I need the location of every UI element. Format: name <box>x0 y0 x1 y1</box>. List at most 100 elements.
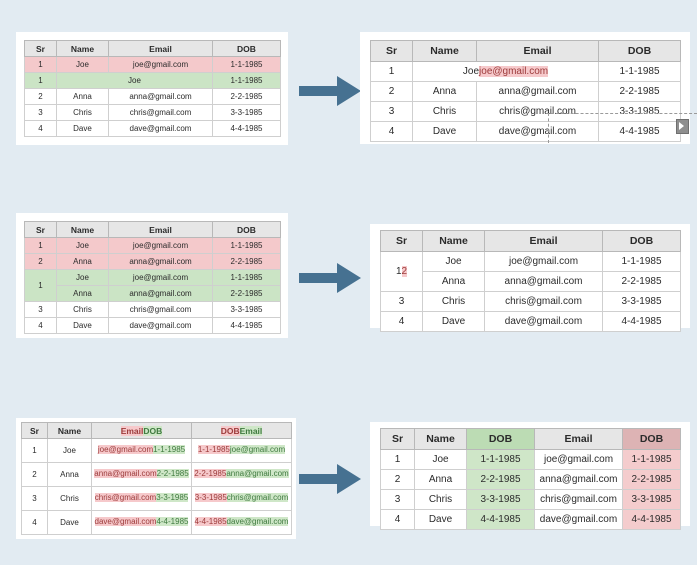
table-row[interactable]: 4 Dave dave@gmail.com 4-4-1985 <box>24 317 281 334</box>
table-row[interactable]: 4 Dave dave@gmail.com 4-4-1985 <box>24 120 281 137</box>
cell-email-dob: dave@gmail.com4-4-1985 <box>91 510 192 535</box>
table-row-merged[interactable]: 1 Joejoe@gmail.com 1-1-1985 <box>370 61 681 82</box>
cell-name: Chris <box>422 291 485 312</box>
cell-name: Chris <box>56 104 109 121</box>
col-header-email[interactable]: Email <box>108 40 213 57</box>
col-header-email[interactable]: Email <box>476 40 599 62</box>
col-header-sr[interactable]: Sr <box>380 428 415 450</box>
table-row-merged[interactable]: 12 Joe joe@gmail.com 1-1-1985 <box>380 251 681 292</box>
col-header-name[interactable]: Name <box>47 422 92 439</box>
table-row[interactable]: 2 Anna anna@gmail.com 2-2-1985 <box>370 81 681 102</box>
col-header-dob[interactable]: DOB <box>598 40 681 62</box>
col-header-dob[interactable]: DOB <box>212 40 281 57</box>
value-dob: 4-4-1985 <box>194 517 227 527</box>
col-header-email-dob[interactable]: EmailDOB <box>91 422 192 439</box>
table-row[interactable]: 1 Joe joe@gmail.com1-1-1985 1-1-1985joe@… <box>21 438 292 463</box>
col-header-dob-email[interactable]: DOBEmail <box>191 422 292 439</box>
table-row[interactable]: 1 Joe 1-1-1985 joe@gmail.com 1-1-1985 <box>380 449 681 470</box>
cell-email: anna@gmail.com <box>108 253 213 270</box>
table-row2-right: Sr Name Email DOB 12 Joe joe@gmail.com 1… <box>380 230 681 332</box>
table-row[interactable]: 2 Anna 2-2-1985 anna@gmail.com 2-2-1985 <box>380 469 681 490</box>
table-row[interactable]: 4 Dave 4-4-1985 dave@gmail.com 4-4-1985 <box>380 509 681 530</box>
cell-sr: 4 <box>380 509 415 530</box>
cell-sr: 3 <box>380 489 415 510</box>
table-header-row: Sr Name DOB Email DOB <box>380 428 681 450</box>
col-header-sr[interactable]: Sr <box>21 422 48 439</box>
cell-dob: 4-4-1985 <box>212 317 281 334</box>
table-row[interactable]: 3 Chris chris@gmail.com 3-3-1985 <box>370 101 681 122</box>
cell-dob: 1-1-1985 <box>602 251 681 272</box>
table-row[interactable]: 3 Chris chris@gmail.com 3-3-1985 <box>380 291 681 312</box>
resize-handle[interactable] <box>676 119 689 134</box>
table-row-merged[interactable]: 1 Joe 1-1-1985 <box>24 72 281 89</box>
col-header-email[interactable]: Email <box>484 230 603 252</box>
table-row[interactable]: 4 Dave dave@gmail.com4-4-1985 4-4-1985da… <box>21 510 292 535</box>
arrow-shaft <box>299 86 339 96</box>
value-dob: 4-4-1985 <box>156 517 189 527</box>
table-row[interactable]: 2 Anna anna@gmail.com2-2-1985 2-2-1985an… <box>21 462 292 487</box>
cell-dob-email: 1-1-1985joe@gmail.com <box>191 438 292 463</box>
table-row[interactable]: 3 Chris 3-3-1985 chris@gmail.com 3-3-198… <box>380 489 681 510</box>
table-row[interactable]: 1 Joe joe@gmail.com 1-1-1985 <box>24 56 281 73</box>
cell-name: Joe <box>56 56 109 73</box>
cell-email: chris@gmail.com <box>108 104 213 121</box>
col-header-dob[interactable]: DOB <box>602 230 681 252</box>
cell-email-dob: chris@gmail.com3-3-1985 <box>91 486 192 511</box>
cell-sr-merged: 1 <box>24 269 57 302</box>
col-header-email[interactable]: Email <box>108 221 213 238</box>
cell-name: Dave <box>422 311 485 332</box>
table-row[interactable]: 4 Dave dave@gmail.com 4-4-1985 <box>380 311 681 332</box>
table-row[interactable]: Anna anna@gmail.com 2-2-1985 <box>381 271 681 292</box>
value-email: joe@gmail.com <box>229 445 286 455</box>
table-row[interactable]: 4 Dave dave@gmail.com 4-4-1985 <box>370 121 681 142</box>
cell-name-email-merged: Joe <box>56 72 213 89</box>
arrow-shaft <box>299 273 339 283</box>
cell-dob: 3-3-1985 <box>598 101 681 122</box>
table-row[interactable]: 3 Chris chris@gmail.com 3-3-1985 <box>24 104 281 121</box>
cell-name: Joe <box>56 269 109 286</box>
table-row[interactable]: 2 Anna anna@gmail.com 2-2-1985 <box>24 253 281 270</box>
value-email: dave@gmail.com <box>226 517 289 527</box>
col-header-name[interactable]: Name <box>414 428 467 450</box>
cell-email: anna@gmail.com <box>484 271 603 292</box>
arrow-row-2 <box>299 263 361 293</box>
table-row1-right: Sr Name Email DOB 1 Joejoe@gmail.com 1-1… <box>370 40 681 142</box>
header-part-email: Email <box>120 425 144 436</box>
cell-name: Joe <box>56 237 109 254</box>
col-header-dob[interactable]: DOB <box>212 221 281 238</box>
table-row[interactable]: Anna anna@gmail.com 2-2-1985 <box>25 285 281 302</box>
cell-email: dave@gmail.com <box>484 311 603 332</box>
cell-dob: 3-3-1985 <box>212 104 281 121</box>
col-header-sr[interactable]: Sr <box>24 40 57 57</box>
value-email: anna@gmail.com <box>226 469 289 479</box>
cell-dob: 1-1-1985 <box>212 72 281 89</box>
table-row[interactable]: 1 Joe joe@gmail.com 1-1-1985 <box>24 237 281 254</box>
cell-dob-green: 2-2-1985 <box>466 469 535 490</box>
cell-email: joe@gmail.com <box>108 269 213 286</box>
col-header-sr[interactable]: Sr <box>370 40 413 62</box>
cell-email: anna@gmail.com <box>534 469 623 490</box>
cell-sr: 3 <box>21 486 48 511</box>
col-header-sr[interactable]: Sr <box>380 230 423 252</box>
cell-email: anna@gmail.com <box>476 81 599 102</box>
table-row[interactable]: 3 Chris chris@gmail.com 3-3-1985 <box>24 301 281 318</box>
cell-name: Dave <box>47 510 92 535</box>
cell-name: Joe <box>47 438 92 463</box>
col-header-name[interactable]: Name <box>56 40 109 57</box>
cell-email: chris@gmail.com <box>534 489 623 510</box>
col-header-name[interactable]: Name <box>412 40 477 62</box>
table-row[interactable]: 3 Chris chris@gmail.com3-3-1985 3-3-1985… <box>21 486 292 511</box>
col-header-name[interactable]: Name <box>56 221 109 238</box>
col-header-sr[interactable]: Sr <box>24 221 57 238</box>
table-row-merged[interactable]: 1 Joe joe@gmail.com 1-1-1985 <box>24 269 281 302</box>
cell-name: Joe <box>422 251 485 272</box>
col-header-name[interactable]: Name <box>422 230 485 252</box>
col-header-dob-green[interactable]: DOB <box>466 428 535 450</box>
col-header-dob-pink[interactable]: DOB <box>622 428 681 450</box>
cell-sr: 1 <box>370 61 413 82</box>
table-row[interactable]: 2 Anna anna@gmail.com 2-2-1985 <box>24 88 281 105</box>
cell-sr: 3 <box>380 291 423 312</box>
value-dob: 2-2-1985 <box>156 469 189 479</box>
cell-dob: 4-4-1985 <box>212 120 281 137</box>
col-header-email[interactable]: Email <box>534 428 623 450</box>
